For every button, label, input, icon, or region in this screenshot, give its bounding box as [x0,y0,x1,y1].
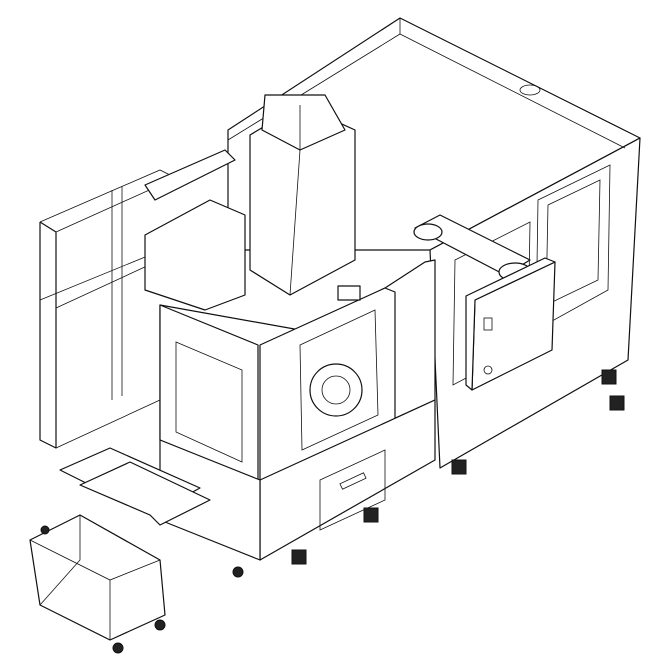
machining-cell [159,259,436,501]
chip-cart [29,447,244,654]
leveling-feet [291,369,625,565]
rotary-table [309,363,363,417]
safety-frame [39,169,177,449]
top-port [519,84,541,96]
robot-arm [413,214,556,391]
front-window [299,309,379,451]
chip-drawer [319,449,386,531]
side-window [175,341,243,463]
spindle-head [144,94,356,311]
